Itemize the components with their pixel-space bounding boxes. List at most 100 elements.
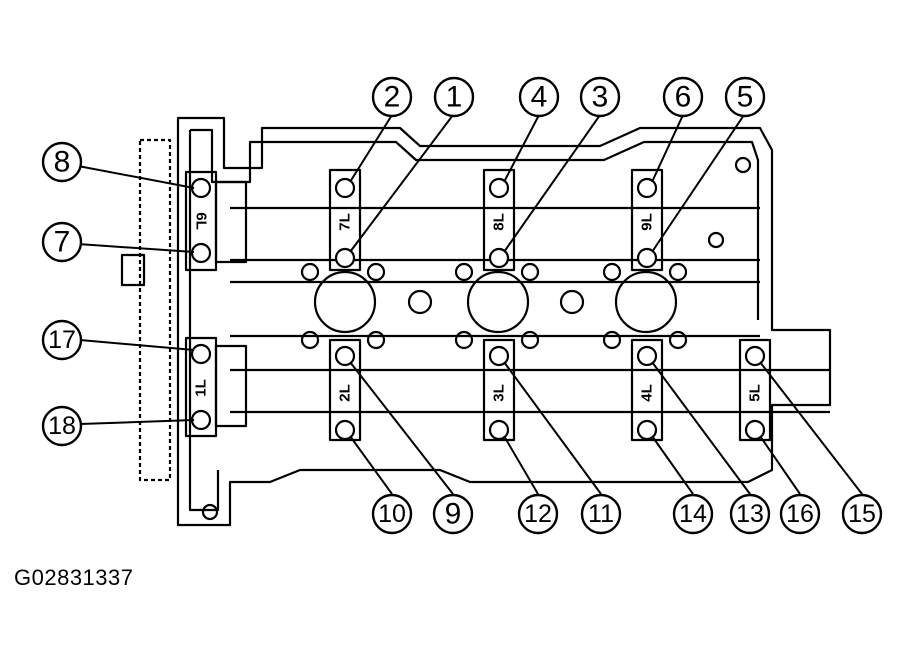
cap-label-3L: 3L (491, 384, 508, 402)
leader-13 (651, 361, 751, 495)
leader-15 (759, 361, 863, 495)
callout-18: 18 (48, 412, 76, 440)
callout-11: 11 (588, 500, 614, 528)
cap-1L-block (214, 344, 248, 428)
callout-circle-11 (580, 493, 622, 535)
leader-2 (349, 114, 393, 183)
plug-bore-3 (614, 270, 678, 334)
bolt-3 (488, 247, 510, 269)
bolt-13 (636, 345, 658, 367)
cap-label-5L: 5L (747, 384, 764, 402)
callout-5: 5 (737, 81, 754, 114)
center-spine (230, 280, 760, 338)
bolt-11 (488, 345, 510, 367)
gear-hub (120, 253, 146, 287)
callout-1: 1 (446, 81, 463, 114)
stud (454, 262, 474, 282)
stud (300, 262, 320, 282)
leader-10 (349, 435, 393, 495)
leader-8 (77, 165, 195, 189)
callout-8: 8 (54, 146, 71, 179)
callout-circle-9 (432, 493, 474, 535)
leader-18 (79, 419, 195, 425)
callout-circle-2 (371, 76, 413, 118)
bolt-9 (334, 345, 356, 367)
cap-label-6L: 6L (193, 212, 210, 230)
stud (668, 330, 688, 350)
stud (520, 262, 540, 282)
plug-bore-2 (466, 270, 530, 334)
leader-12 (503, 435, 539, 495)
spine-hole-2 (559, 289, 585, 315)
leader-16 (759, 435, 801, 495)
callout-16: 16 (786, 500, 814, 528)
bolt-15 (744, 345, 766, 367)
bolt-7 (190, 242, 212, 264)
callout-circle-18 (41, 405, 83, 447)
cap-label-9L: 9L (639, 213, 656, 231)
bolt-12 (488, 419, 510, 441)
bolt-4 (488, 177, 510, 199)
callout-3: 3 (592, 81, 609, 114)
stud (668, 262, 688, 282)
callout-circle-7 (41, 221, 83, 263)
callout-15: 15 (848, 500, 876, 528)
cap-label-1L: 1L (193, 379, 210, 397)
stud (602, 330, 622, 350)
stud (366, 330, 386, 350)
stud (366, 262, 386, 282)
spine-hole-1 (407, 289, 433, 315)
callout-6: 6 (675, 81, 692, 114)
head-outline (176, 116, 832, 527)
stud (707, 231, 725, 249)
callout-circle-12 (517, 493, 559, 535)
bolt-5 (636, 247, 658, 269)
leader-7 (77, 243, 195, 253)
callout-circle-17 (41, 319, 83, 361)
leader-9 (349, 361, 454, 495)
callout-circle-3 (579, 76, 621, 118)
callout-circle-8 (41, 141, 83, 183)
bolt-6 (636, 177, 658, 199)
leader-1 (349, 114, 454, 253)
stud (300, 330, 320, 350)
figure-id: G02831337 (14, 565, 134, 590)
leader-17 (79, 339, 195, 351)
bolt-14 (636, 419, 658, 441)
callout-9: 9 (445, 498, 462, 531)
callout-circle-10 (371, 493, 413, 535)
cap-label-8L: 8L (491, 213, 508, 231)
callout-circle-16 (779, 493, 821, 535)
cap-8L (482, 168, 516, 272)
bolt-10 (334, 419, 356, 441)
bolt-16 (744, 419, 766, 441)
callout-14: 14 (679, 500, 707, 528)
callout-4: 4 (531, 81, 548, 114)
cap-label-7L: 7L (337, 213, 354, 231)
cap-7L (328, 168, 362, 272)
callout-circle-14 (672, 493, 714, 535)
plug-bore-1 (313, 270, 377, 334)
bolt-1 (334, 247, 356, 269)
stud (734, 156, 752, 174)
callout-10: 10 (378, 500, 406, 528)
bolt-18 (190, 409, 212, 431)
leader-3 (503, 114, 601, 253)
stud (454, 330, 474, 350)
cap-9L (630, 168, 664, 272)
leader-5 (651, 114, 745, 253)
callout-2: 2 (384, 81, 401, 114)
callout-circle-1 (433, 76, 475, 118)
cap-label-4L: 4L (639, 384, 656, 402)
leader-11 (503, 361, 602, 495)
callout-circle-4 (518, 76, 560, 118)
callout-17: 17 (48, 326, 76, 354)
bolt-17 (190, 343, 212, 365)
stud (201, 503, 219, 521)
leader-6 (651, 114, 684, 183)
leader-14 (651, 435, 694, 495)
callout-circle-6 (662, 76, 704, 118)
bolt-2 (334, 177, 356, 199)
timing-gear (138, 138, 172, 482)
